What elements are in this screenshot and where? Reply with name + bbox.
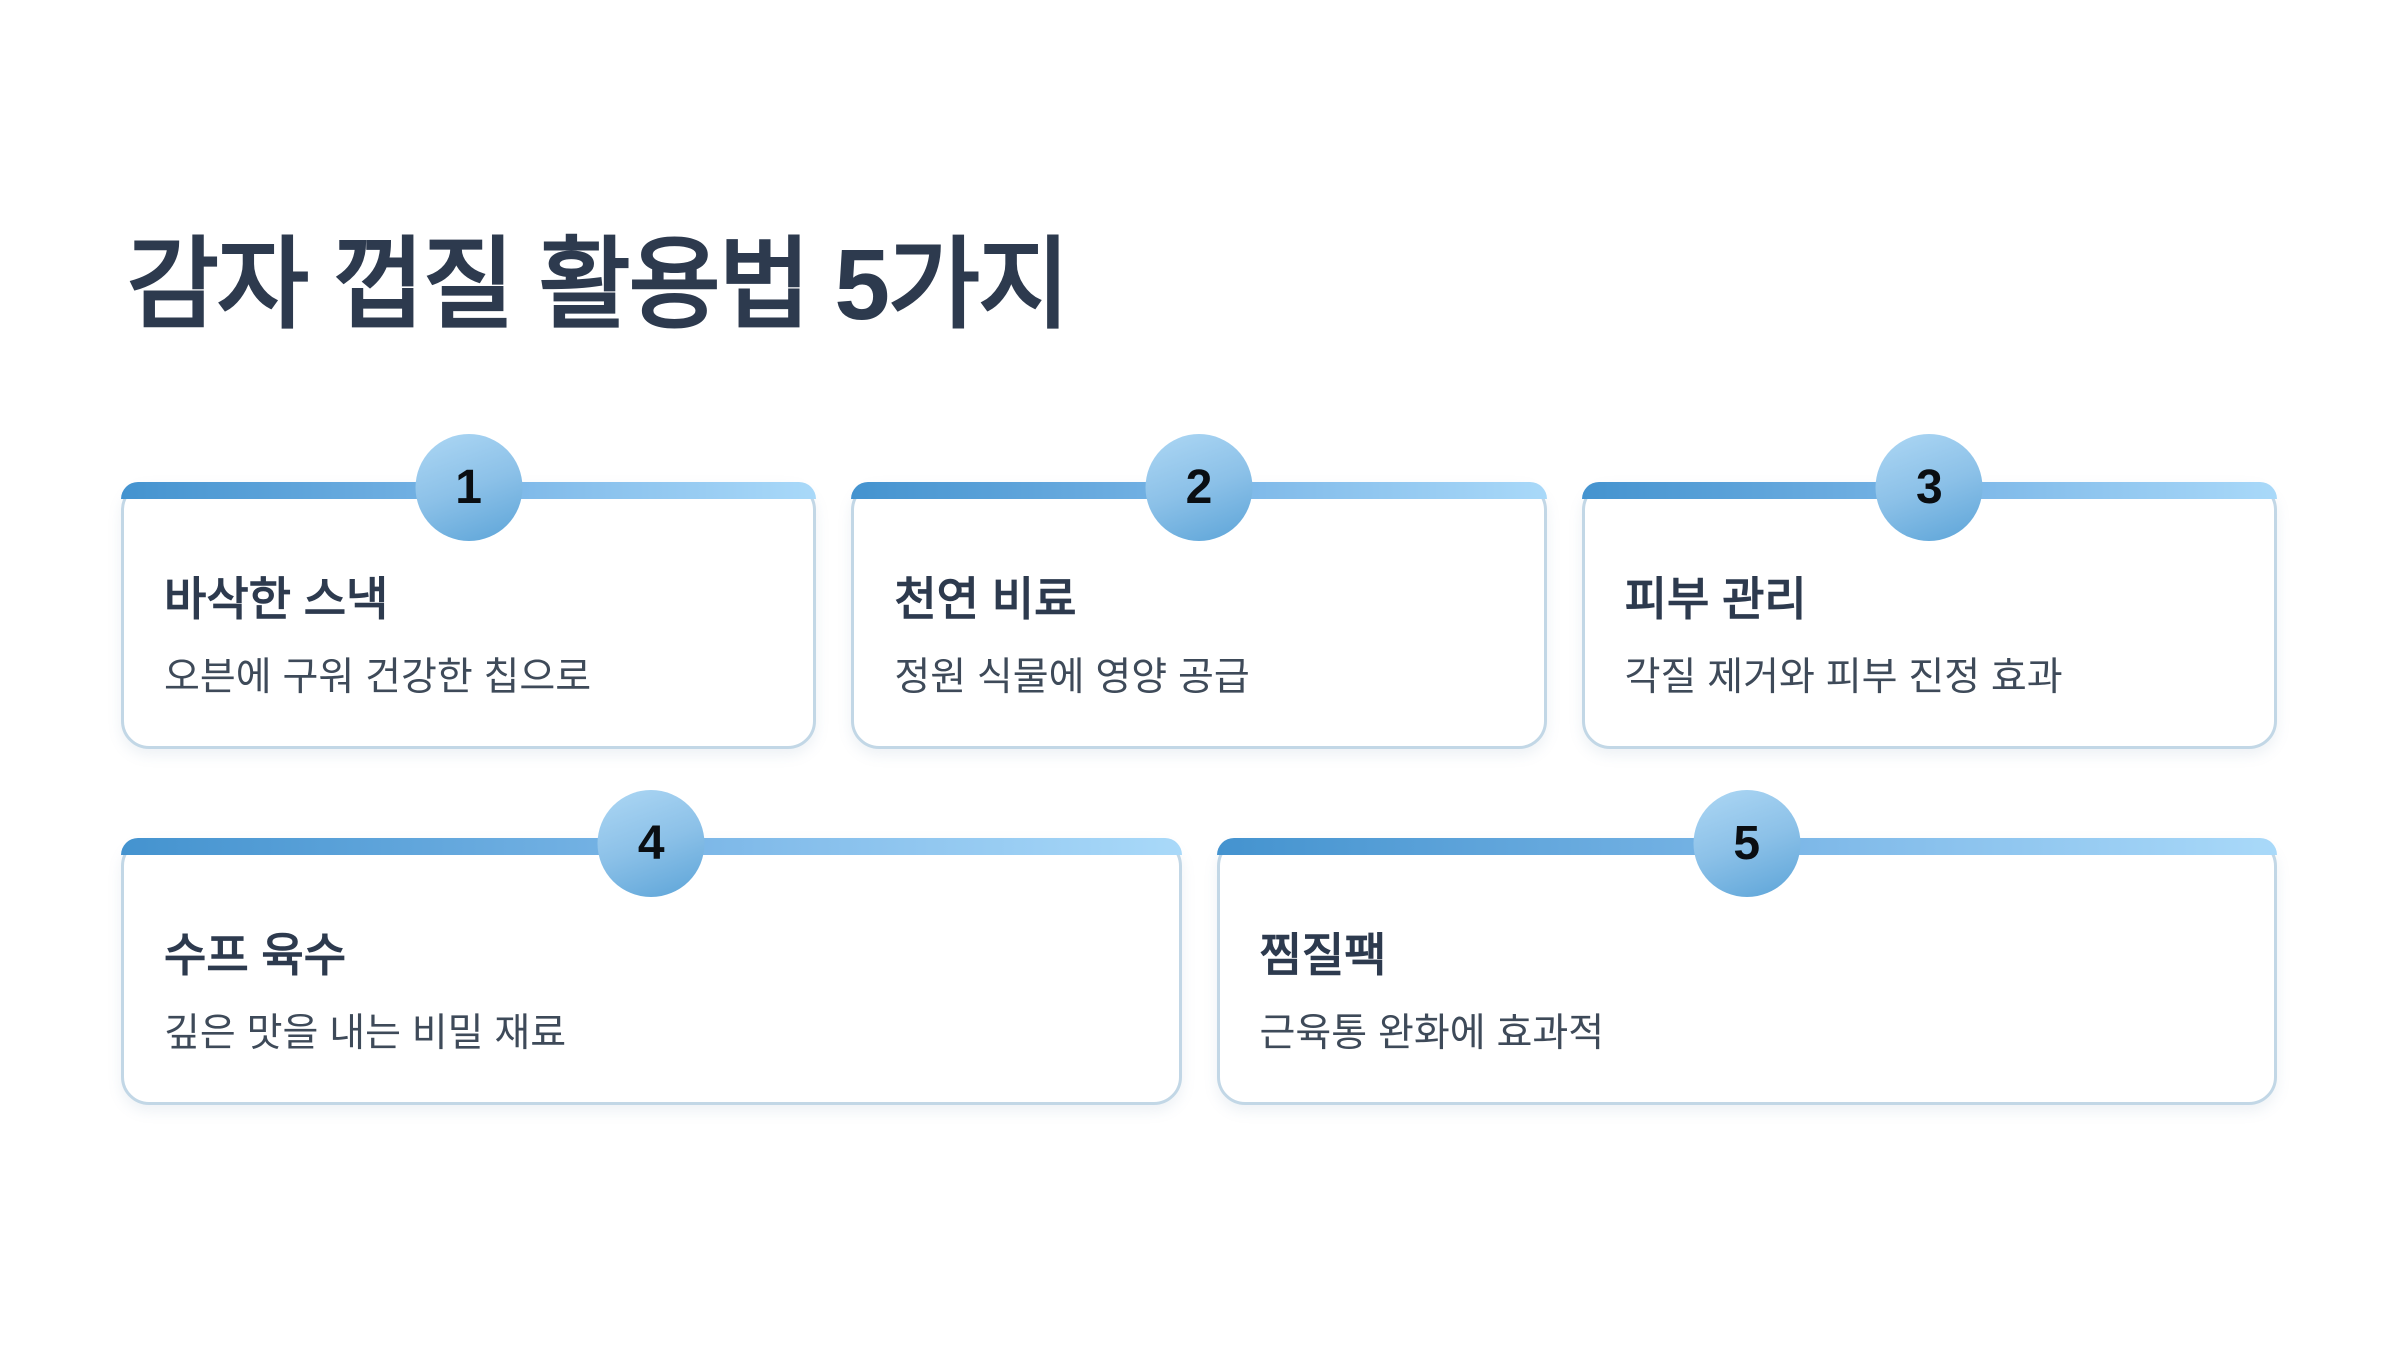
- card-title: 피부 관리: [1624, 573, 1807, 625]
- cards-row-2: 4 수프 육수 깊은 맛을 내는 비밀 재료 5 찜질팩 근육통 완화에 효과적: [121, 790, 2277, 1105]
- badge-number: 1: [455, 460, 482, 514]
- card-2: 2 천연 비료 정원 식물에 영양 공급: [851, 434, 1547, 749]
- cards-area: 1 바삭한 스낵 오븐에 구워 건강한 칩으로 2 천연 비료 정원 식물에 영…: [121, 434, 2277, 1194]
- number-badge: 2: [1145, 434, 1253, 541]
- card-title: 찜질팩: [1259, 929, 1387, 981]
- card-title: 천연 비료: [894, 573, 1077, 625]
- badge-number: 3: [1915, 460, 1943, 514]
- card-description: 근육통 완화에 효과적: [1259, 1011, 1605, 1055]
- card-description: 오븐에 구워 건강한 칩으로: [164, 655, 592, 699]
- card-description: 각질 제거와 피부 진정 효과: [1624, 655, 2063, 699]
- page-title: 감자 껍질 활용법 5가지: [127, 229, 1070, 341]
- card-title: 수프 육수: [164, 929, 347, 981]
- card-3: 3 피부 관리 각질 제거와 피부 진정 효과: [1581, 434, 2277, 749]
- cards-row-1: 1 바삭한 스낵 오븐에 구워 건강한 칩으로 2 천연 비료 정원 식물에 영…: [121, 434, 2277, 749]
- card-4: 4 수프 육수 깊은 맛을 내는 비밀 재료: [121, 790, 1182, 1105]
- number-badge: 5: [1693, 790, 1801, 897]
- badge-number: 4: [637, 816, 665, 870]
- number-badge: 1: [415, 434, 523, 541]
- card-1: 1 바삭한 스낵 오븐에 구워 건강한 칩으로: [121, 434, 817, 749]
- card-description: 깊은 맛을 내는 비밀 재료: [164, 1011, 567, 1055]
- badge-number: 2: [1185, 460, 1213, 514]
- badge-number: 5: [1733, 816, 1761, 870]
- card-title: 바삭한 스낵: [164, 573, 389, 625]
- card-description: 정원 식물에 영양 공급: [894, 655, 1250, 699]
- card-5: 5 찜질팩 근육통 완화에 효과적: [1216, 790, 2277, 1105]
- number-badge: 3: [1875, 434, 1983, 541]
- number-badge: 4: [597, 790, 705, 897]
